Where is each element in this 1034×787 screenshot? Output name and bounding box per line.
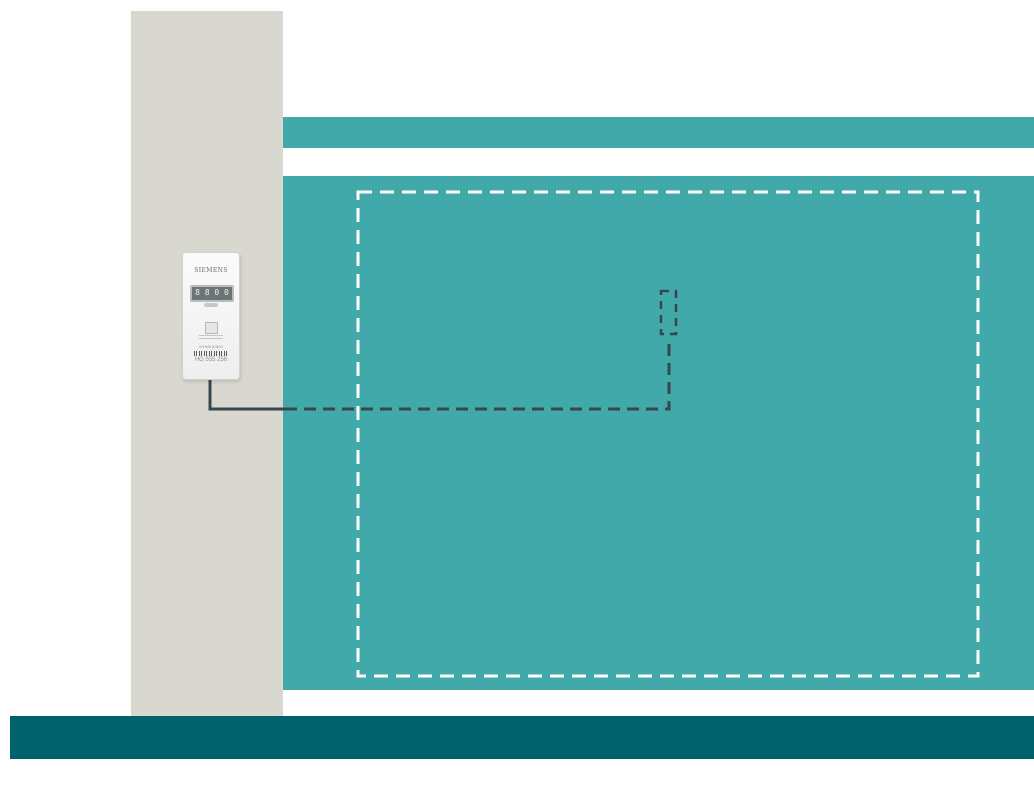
heat-cost-allocator: SIEMENS 8 8 0 0 WHM630B00 HG 555 256	[182, 252, 240, 380]
display-reading: 8 8 0 0	[195, 288, 229, 297]
floor-band	[10, 716, 1034, 759]
dashed-area-outline	[356, 190, 980, 678]
barcode	[194, 351, 228, 356]
remote-sensor-outline	[659, 289, 678, 336]
label-icon	[205, 322, 218, 334]
brand-label: SIEMENS	[194, 267, 228, 274]
top-strip	[283, 117, 1034, 148]
serial-label: WHM630B00	[199, 344, 223, 349]
meter-display: 8 8 0 0	[190, 285, 234, 302]
serial-number: HG 555 256	[194, 357, 228, 363]
sensor-cable-hidden	[285, 337, 671, 411]
room-panel	[283, 176, 1034, 690]
sensor-cable	[208, 378, 285, 411]
device-button	[204, 303, 218, 307]
fine-print-line	[199, 335, 223, 336]
fine-print-line	[199, 338, 223, 339]
